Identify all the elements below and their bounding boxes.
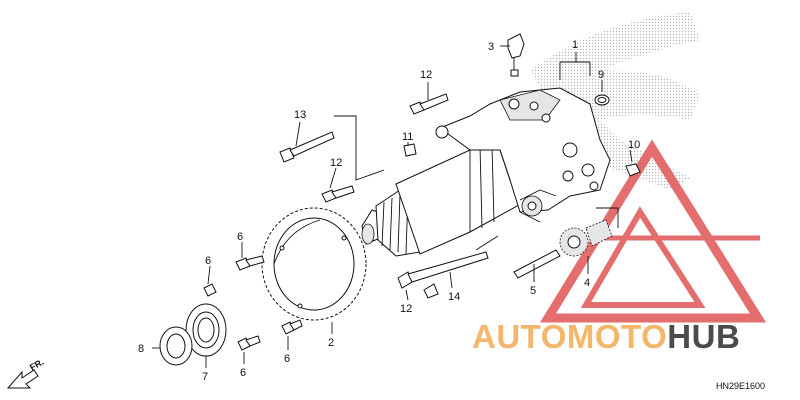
figure-code: HN29E1600 xyxy=(716,381,766,391)
callout-5: 5 xyxy=(530,285,536,297)
sensor-part xyxy=(507,33,525,77)
callout-9: 9 xyxy=(598,69,604,81)
watermark-logo: AUTOMOTOHUB xyxy=(472,318,740,356)
watermark-brand-part2: HUB xyxy=(667,318,741,355)
bolt-12-bottom xyxy=(423,283,439,299)
starter-motor xyxy=(361,87,611,257)
dowel-pin-11 xyxy=(403,143,417,157)
callout-12-mid: 12 xyxy=(330,157,342,169)
bolt-14 xyxy=(397,251,489,289)
shaft xyxy=(513,249,561,279)
bolt-6a xyxy=(235,255,265,271)
front-arrow-icon xyxy=(6,369,39,389)
bolt-6b xyxy=(203,283,217,297)
dowel-pin xyxy=(625,163,641,177)
bearing-7 xyxy=(185,303,227,357)
callout-3: 3 xyxy=(488,41,494,53)
callout-7: 7 xyxy=(202,371,208,383)
bolt-6c xyxy=(237,335,261,351)
ring-gear xyxy=(261,207,367,321)
callout-2: 2 xyxy=(328,337,334,349)
callout-4: 4 xyxy=(584,277,590,289)
callout-14: 14 xyxy=(448,291,460,303)
bolt-12-mid xyxy=(321,185,355,203)
gear-4 xyxy=(559,219,613,257)
watermark-brand-part1: AUTOMOTO xyxy=(472,318,668,355)
callout-6d: 6 xyxy=(284,353,290,365)
callout-6c: 6 xyxy=(240,367,246,379)
callout-12-top: 12 xyxy=(420,69,432,81)
callout-6b: 6 xyxy=(205,255,211,267)
callout-13: 13 xyxy=(294,109,306,121)
bolt-13 xyxy=(279,131,335,163)
bolt-6d xyxy=(281,319,303,335)
callout-11: 11 xyxy=(402,131,413,143)
callout-10: 10 xyxy=(628,139,640,151)
bearing-8 xyxy=(159,326,193,366)
bolt-12-top xyxy=(409,93,449,115)
callout-1: 1 xyxy=(572,39,578,51)
leader-lines xyxy=(152,45,633,368)
callout-8: 8 xyxy=(138,343,144,355)
wing-shading xyxy=(530,12,700,190)
callout-6a: 6 xyxy=(237,231,243,243)
callout-12-bottom: 12 xyxy=(400,303,412,315)
